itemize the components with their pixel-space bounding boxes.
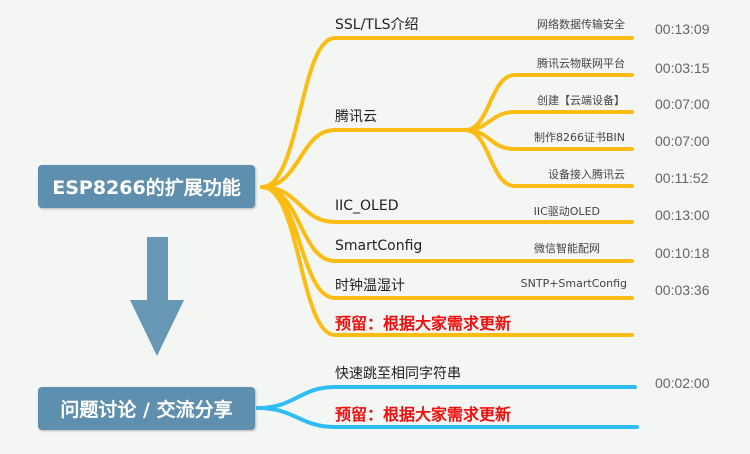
- time-tencent-3: 00:07:00: [655, 133, 710, 149]
- branch-line-tencent-4: [463, 128, 634, 188]
- root-node-esp8266[interactable]: ESP8266的扩展功能: [38, 165, 255, 208]
- subnode-tencent-3[interactable]: 制作8266证书BIN: [533, 131, 625, 144]
- subnode-tencent-2[interactable]: 创建【云端设备】: [537, 94, 625, 107]
- node-tencent[interactable]: 腾讯云: [335, 109, 377, 125]
- root-label: 问题讨论 / 交流分享: [60, 399, 233, 421]
- node-smartconfig[interactable]: SmartConfig: [335, 238, 423, 254]
- branch-line-tencent: [260, 128, 467, 189]
- subnode-tencent-1[interactable]: 腾讯云物联网平台: [537, 57, 625, 70]
- root-node-discussion[interactable]: 问题讨论 / 交流分享: [38, 387, 255, 430]
- subnode-smartconfig[interactable]: 微信智能配网: [534, 242, 600, 255]
- subnode-tencent-4[interactable]: 设备接入腾讯云: [548, 168, 625, 181]
- subnode-iic[interactable]: IIC驱动OLED: [533, 205, 600, 218]
- branch-line-tencent-2: [463, 110, 634, 132]
- time-clock: 00:03:36: [655, 282, 710, 298]
- time-smartconfig: 00:10:18: [655, 245, 710, 261]
- branch-line-reserve2: [256, 406, 639, 429]
- time-ssl: 00:13:09: [655, 21, 710, 37]
- branch-line-reserve1: [260, 185, 634, 337]
- root-label: ESP8266的扩展功能: [52, 177, 241, 199]
- down-arrow-icon: [130, 237, 184, 356]
- node-ssl[interactable]: SSL/TLS介绍: [335, 17, 419, 33]
- node-iic[interactable]: IIC_OLED: [335, 198, 399, 214]
- node-jump[interactable]: 快速跳至相同字符串: [335, 366, 461, 382]
- subnode-clock[interactable]: SNTP+SmartConfig: [520, 277, 627, 290]
- subnode-ssl[interactable]: 网络数据传输安全: [537, 18, 625, 31]
- time-iic: 00:13:00: [655, 207, 710, 223]
- time-jump: 00:02:00: [655, 375, 710, 391]
- node-reserve-1[interactable]: 预留：根据大家需求更新: [335, 314, 512, 333]
- time-tencent-4: 00:11:52: [655, 170, 709, 186]
- time-tencent-1: 00:03:15: [655, 60, 710, 76]
- time-tencent-2: 00:07:00: [655, 96, 710, 112]
- node-clock[interactable]: 时钟温湿计: [335, 278, 405, 294]
- branch-line-ssl: [260, 36, 634, 189]
- node-reserve-2[interactable]: 预留：根据大家需求更新: [335, 405, 512, 424]
